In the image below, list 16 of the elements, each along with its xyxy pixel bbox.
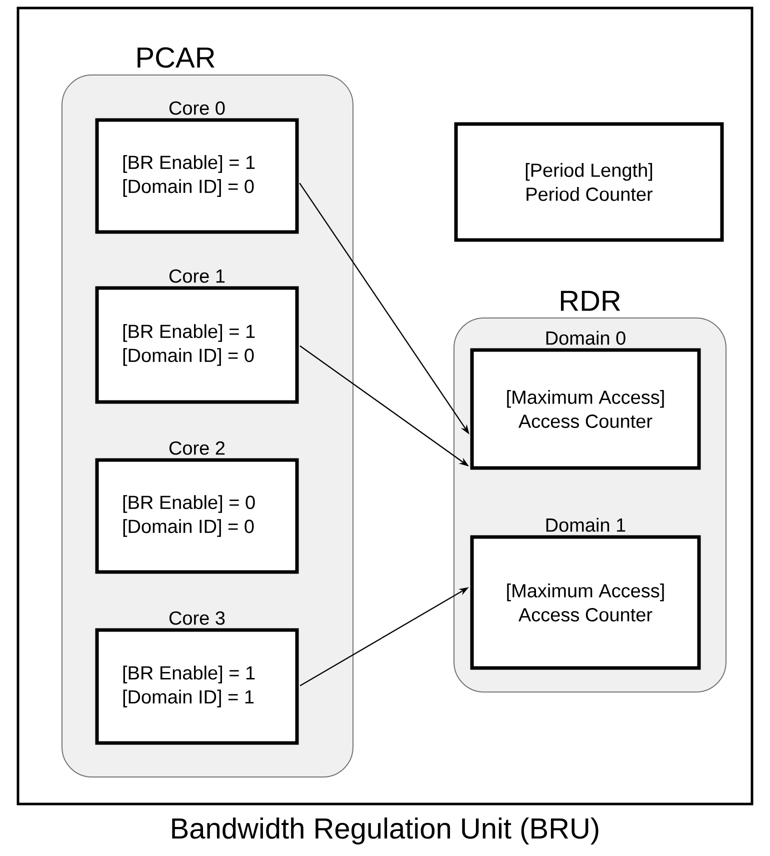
- register-box: [BR Enable] = 1 [Domain ID] = 0: [95, 286, 299, 404]
- register-box: [BR Enable] = 1 [Domain ID] = 0: [95, 118, 299, 234]
- box-heading: Core 0: [169, 101, 225, 115]
- box-heading: Domain 1: [546, 518, 626, 532]
- register-box: [Maximum Access] Access Counter: [470, 348, 701, 470]
- box-heading: Domain 0: [546, 330, 626, 345]
- frame-heading: Bandwidth Regulation Unit (BRU): [172, 817, 598, 845]
- register-box: [Period Length] Period Counter: [454, 122, 724, 242]
- group-heading: PCAR: [138, 47, 214, 68]
- register-box: [BR Enable] = 1 [Domain ID] = 1: [95, 628, 299, 745]
- group-heading: RDR: [560, 290, 620, 311]
- box-heading: Core 2: [169, 441, 225, 455]
- register-box: [BR Enable] = 0 [Domain ID] = 0: [95, 458, 299, 574]
- box-heading: Core 1: [169, 269, 225, 283]
- box-heading: Core 3: [169, 611, 225, 625]
- register-box: [Maximum Access] Access Counter: [470, 535, 701, 670]
